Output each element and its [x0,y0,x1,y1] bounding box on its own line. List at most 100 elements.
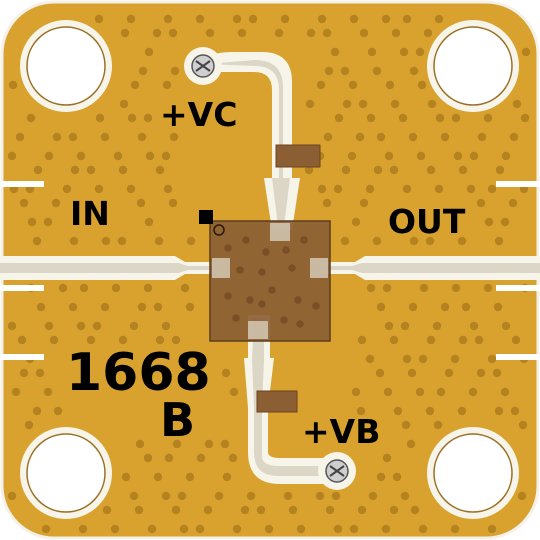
via [100,302,110,312]
via [384,321,394,331]
via [44,321,54,331]
via [408,302,418,312]
via [94,14,104,24]
via [172,439,182,449]
via [317,184,327,194]
via [484,217,494,227]
via [373,165,383,175]
via [376,302,386,312]
via [126,14,136,24]
via [325,505,335,515]
via [304,165,314,175]
via [130,80,140,90]
via [400,321,410,331]
via [357,335,367,345]
via [228,453,238,463]
chip-via [262,248,270,256]
via [453,151,463,161]
via [349,524,359,534]
via [78,524,88,534]
via [143,283,153,293]
via [416,151,426,161]
via [101,236,111,246]
chip-via [224,292,232,300]
via [27,217,37,227]
via [440,302,450,312]
via [186,236,196,246]
via [161,491,171,501]
via [32,236,42,246]
vc-bias-trace [200,52,321,230]
via [323,132,333,142]
via [450,354,460,364]
vb-bypass-capacitor [256,390,298,413]
via [51,198,61,208]
via [385,80,395,90]
via [222,472,232,482]
via [288,505,298,515]
via [355,132,365,142]
via [58,283,68,293]
via [492,368,502,378]
via [283,491,293,501]
via [334,113,344,123]
via [468,387,478,397]
via [426,335,436,345]
vb-bias-pad [318,452,356,490]
via [407,368,417,378]
via [315,491,325,501]
chip-via [282,246,290,254]
via [402,14,412,24]
via [356,406,366,416]
via [393,406,403,416]
via [401,420,411,430]
via [305,99,315,109]
via [196,453,206,463]
via [170,66,180,76]
via [179,524,189,534]
via [129,321,139,331]
via [365,184,375,194]
via [381,14,391,24]
vc-bypass-capacitor [275,144,321,168]
via [19,198,29,208]
via [203,505,213,515]
via [425,406,435,416]
via [248,14,258,24]
via [118,165,128,175]
via [333,184,343,194]
chip-via [280,316,288,324]
via [246,491,256,501]
via [510,406,520,416]
via [19,368,29,378]
output-label: OUT [388,202,466,241]
chip-via [224,244,232,252]
via [143,113,153,123]
via [440,132,450,142]
via [518,420,528,430]
via [474,335,484,345]
via [24,420,34,430]
via [501,151,511,161]
chip-via [258,300,266,308]
via [229,387,239,397]
via [391,28,401,38]
via [500,387,510,397]
via [11,387,21,397]
via [466,184,476,194]
via [330,47,340,57]
via [280,14,290,24]
via [426,165,436,175]
via [483,283,493,293]
via [68,132,78,142]
via [204,439,214,449]
via [376,472,386,482]
via [53,406,63,416]
via [168,198,178,208]
via [376,132,386,142]
via [44,151,54,161]
via [7,321,17,331]
via [121,472,131,482]
via [102,505,112,515]
